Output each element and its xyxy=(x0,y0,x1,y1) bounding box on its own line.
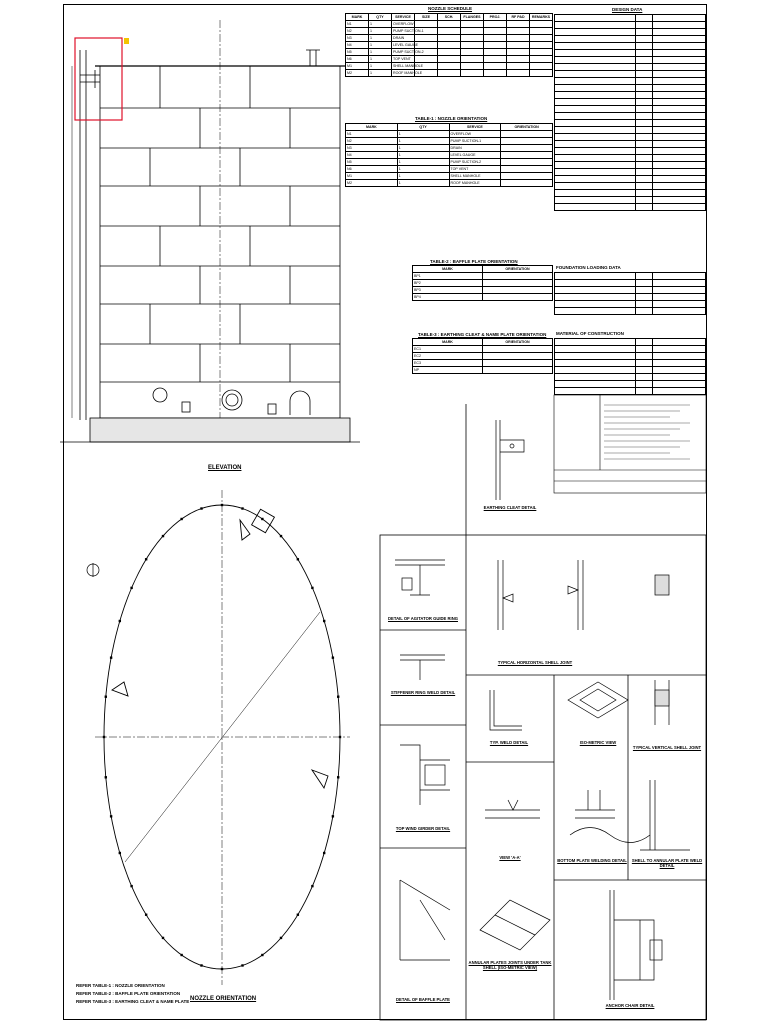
plan-tick xyxy=(220,967,224,971)
detail-title-vertical: TYPICAL VERTICAL SHELL JOINT xyxy=(632,745,702,750)
plan-tick xyxy=(261,953,264,957)
table1-cell: 1 xyxy=(396,179,450,187)
plan-tick xyxy=(161,534,165,538)
plan-tick xyxy=(144,558,148,561)
design-data-cell xyxy=(635,203,654,211)
table2-cell xyxy=(482,293,553,301)
detail-title-annular: ANNULAR PLATES JOINTS UNDER TANK SHELL (… xyxy=(468,960,552,970)
detail-title-agitator: DETAIL OF AGITATOR GUIDE RING xyxy=(388,616,458,621)
detail-title-stiff: STIFFENER RING WELD DETAIL xyxy=(390,690,456,695)
plan-tick xyxy=(118,619,122,623)
elevation-title: ELEVATION xyxy=(208,465,242,471)
material-table xyxy=(553,338,706,395)
drawing-sheet xyxy=(63,4,707,1020)
material-row xyxy=(553,387,706,395)
plan-tick xyxy=(109,815,113,818)
plan-tick xyxy=(279,534,283,538)
table1-cell: ROOF MANHOLE xyxy=(448,179,502,187)
detail-title-anchor: ANCHOR CHAIR DETAIL xyxy=(605,1003,655,1008)
plan-tick xyxy=(331,815,335,818)
material-cell xyxy=(635,387,654,395)
note-table1: REFER TABLE-1 : NOZZLE ORIENTATION xyxy=(76,983,165,988)
table2-title: TABLE-2 : BAFFLE PLATE ORIENTATION xyxy=(430,259,518,264)
detail-title-horiz: TYPICAL HORIZONTAL SHELL JOINT xyxy=(497,660,573,665)
plan-tick xyxy=(200,964,203,967)
plan-tick xyxy=(331,656,335,659)
plan-tick xyxy=(311,586,314,590)
plan-tick xyxy=(296,558,300,561)
plan-tick xyxy=(338,735,342,739)
detail-title-viewaa: VIEW 'A-A' xyxy=(499,855,521,860)
plan-tick xyxy=(311,884,314,888)
material-cell xyxy=(652,387,706,395)
foundation-cell xyxy=(652,307,706,315)
plan-tick xyxy=(144,913,148,916)
table1-title: TABLE-1 : NOZZLE ORIENTATION xyxy=(415,116,488,121)
plan-tick xyxy=(322,619,326,623)
plan-tick xyxy=(109,656,113,659)
foundation-title: FOUNDATION LOADING DATA xyxy=(556,265,621,270)
plan-tick xyxy=(261,517,264,521)
detail-title-shelltoann: SHELL TO ANNULAR PLATE WELD DETAIL xyxy=(631,858,703,868)
plan-tick xyxy=(104,695,107,698)
plan-tick xyxy=(130,586,133,590)
plan-tick xyxy=(241,964,244,967)
foundation-row xyxy=(553,307,706,315)
nozzle-orientation-title: NOZZLE ORIENTATION xyxy=(190,996,257,1002)
plan-tick xyxy=(296,913,300,916)
plan-tick xyxy=(241,507,244,510)
detail-title-topwind: TOP WIND GIRDER DETAIL xyxy=(395,826,451,831)
foundation-cell xyxy=(635,307,654,315)
nozzle-schedule-cell: ROOF MANHOLE xyxy=(391,69,423,77)
detail-title-bottom: BOTTOM PLATE WELDING DETAIL xyxy=(557,858,627,863)
note-table3: REFER TABLE-3 : EARTHING CLEAT & NAME PL… xyxy=(76,999,190,1004)
plan-tick xyxy=(102,735,106,739)
detail-title-iso: ISO-METRIC VIEW xyxy=(579,740,617,745)
plan-tick xyxy=(322,851,326,855)
note-table2: REFER TABLE-2 : BAFFLE PLATE ORIENTATION xyxy=(76,991,181,996)
plan-tick xyxy=(180,953,183,957)
plan-tick xyxy=(161,936,165,940)
material-title: MATERIAL OF CONSTRUCTION xyxy=(556,331,624,336)
design-data-row xyxy=(553,203,706,211)
table1-cell xyxy=(500,179,553,187)
plan-tick xyxy=(118,851,122,855)
table3-cell xyxy=(482,366,553,374)
detail-title-baffle: DETAIL OF BAFFLE PLATE xyxy=(396,997,450,1002)
plan-tick xyxy=(337,776,340,779)
plan-tick xyxy=(220,503,224,507)
foundation-table xyxy=(553,272,706,315)
design-data-table xyxy=(553,14,706,211)
table2-row: BP4 xyxy=(412,293,553,301)
plan-tick xyxy=(279,936,283,940)
plan-tick xyxy=(200,507,203,510)
design-data-title: DESIGN DATA xyxy=(612,7,643,12)
nozzle-schedule-cell xyxy=(529,69,553,77)
plan-tick xyxy=(337,695,340,698)
design-data-cell xyxy=(652,203,706,211)
table3-row: NP xyxy=(412,366,553,374)
plan-tick xyxy=(130,884,133,888)
table1-cell: M2 xyxy=(345,179,398,187)
plan-tick xyxy=(104,776,107,779)
table3-title: TABLE-3 : EARTHING CLEAT & NAME PLATE OR… xyxy=(418,332,547,337)
nozzle-schedule-title: NOZZLE SCHEDULE xyxy=(428,6,473,11)
detail-title-weld: TYP. WELD DETAIL xyxy=(489,740,529,745)
plan-tick xyxy=(180,517,183,521)
detail-title-earthing: EARTHING CLEAT DETAIL xyxy=(483,505,537,510)
